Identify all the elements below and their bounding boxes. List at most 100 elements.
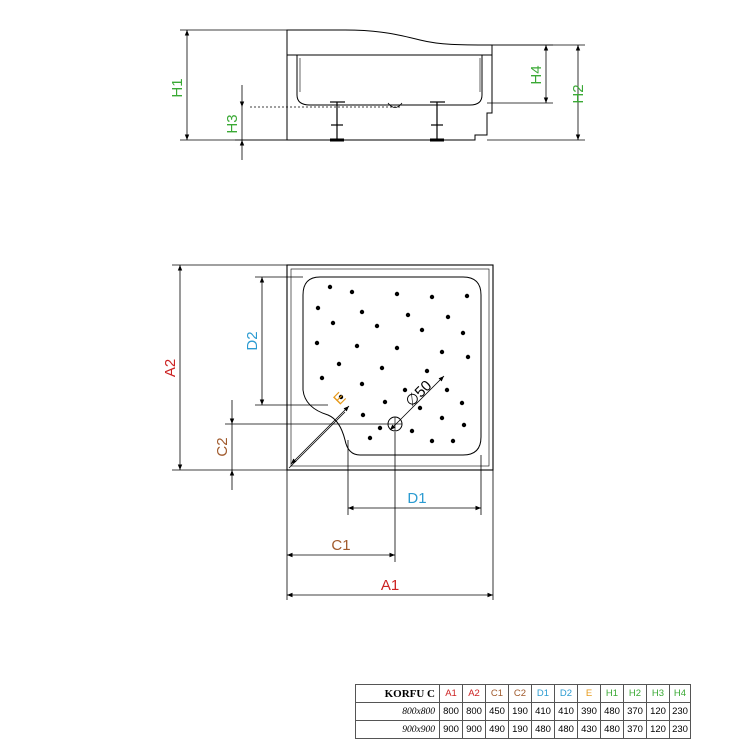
anti-slip-dot bbox=[359, 381, 365, 387]
anti-slip-dot bbox=[382, 399, 388, 405]
anti-slip-dot bbox=[450, 438, 456, 444]
top-view bbox=[286, 264, 494, 471]
anti-slip-dot bbox=[374, 323, 380, 329]
anti-slip-dot bbox=[327, 284, 333, 290]
dimension-d2 bbox=[255, 276, 328, 406]
table-cell: 230 bbox=[669, 720, 691, 739]
label-e: E bbox=[330, 389, 349, 408]
table-row: 900x900 900 900 490 190 480 480 430 480 … bbox=[355, 720, 691, 739]
side-view-leg-right bbox=[430, 101, 445, 142]
label-d1: D1 bbox=[407, 490, 426, 507]
table-cell: 480 bbox=[554, 720, 578, 739]
side-view-tray-outline bbox=[286, 29, 493, 141]
spec-table: KORFU C A1 A2 C1 C2 D1 D2 E H1 H2 H3 H4 … bbox=[355, 684, 691, 739]
table-cell: 190 bbox=[508, 720, 532, 739]
anti-slip-dot bbox=[379, 365, 385, 371]
col-header: H1 bbox=[600, 684, 624, 703]
col-header: H2 bbox=[623, 684, 647, 703]
anti-slip-dot bbox=[419, 327, 425, 333]
anti-slip-dot bbox=[424, 368, 430, 374]
table-cell: 410 bbox=[531, 702, 555, 721]
table-cell: 480 bbox=[600, 702, 624, 721]
anti-slip-dot bbox=[360, 412, 366, 418]
label-drain-diameter: ∅50 bbox=[402, 377, 435, 410]
table-cell: 800 bbox=[439, 702, 463, 721]
col-header: C1 bbox=[485, 684, 509, 703]
label-h3: H3 bbox=[224, 114, 241, 133]
model-name: KORFU C bbox=[355, 684, 440, 703]
anti-slip-dot bbox=[460, 330, 466, 336]
table-cell: 900 bbox=[439, 720, 463, 739]
label-a2: A2 bbox=[162, 359, 179, 377]
anti-slip-dot bbox=[367, 435, 373, 441]
table-cell: 480 bbox=[531, 720, 555, 739]
col-header: D2 bbox=[554, 684, 578, 703]
table-cell: 430 bbox=[577, 720, 601, 739]
anti-slip-dot bbox=[439, 349, 445, 355]
col-header: C2 bbox=[508, 684, 532, 703]
col-header: A2 bbox=[462, 684, 486, 703]
dimension-d1 bbox=[347, 440, 482, 515]
table-cell: 800 bbox=[462, 702, 486, 721]
anti-slip-dot bbox=[464, 293, 470, 299]
anti-slip-dot bbox=[417, 405, 423, 411]
dimension-c1 bbox=[286, 432, 396, 600]
size-cell: 800x800 bbox=[355, 702, 440, 721]
anti-slip-dot bbox=[461, 422, 467, 428]
anti-slip-dot bbox=[359, 309, 365, 315]
size-cell: 900x900 bbox=[355, 720, 440, 739]
col-header: A1 bbox=[439, 684, 463, 703]
label-h2: H2 bbox=[570, 84, 587, 103]
col-header: H3 bbox=[646, 684, 670, 703]
anti-slip-dot bbox=[402, 387, 408, 393]
label-a1: A1 bbox=[381, 577, 399, 594]
anti-slip-dot bbox=[459, 400, 465, 406]
table-cell: 120 bbox=[646, 720, 670, 739]
anti-slip-dot bbox=[319, 375, 325, 381]
anti-slip-dot bbox=[409, 428, 415, 434]
side-view bbox=[250, 29, 493, 142]
dimension-e bbox=[290, 405, 350, 465]
anti-slip-dots bbox=[314, 284, 471, 444]
anti-slip-dot bbox=[336, 361, 342, 367]
label-c2: C2 bbox=[214, 437, 231, 456]
table-cell: 120 bbox=[646, 702, 670, 721]
label-h1: H1 bbox=[169, 78, 186, 97]
side-view-leg-left bbox=[330, 101, 345, 142]
table-cell: 480 bbox=[600, 720, 624, 739]
anti-slip-dot bbox=[405, 312, 411, 318]
dimension-a1 bbox=[287, 470, 494, 600]
anti-slip-dot bbox=[354, 343, 360, 349]
anti-slip-dot bbox=[439, 415, 445, 421]
table-cell: 900 bbox=[462, 720, 486, 739]
table-cell: 490 bbox=[485, 720, 509, 739]
table-cell: 230 bbox=[669, 702, 691, 721]
anti-slip-dot bbox=[429, 438, 435, 444]
col-header: D1 bbox=[531, 684, 555, 703]
label-c1: C1 bbox=[331, 537, 350, 554]
table-cell: 390 bbox=[577, 702, 601, 721]
anti-slip-dot bbox=[377, 425, 383, 431]
dimension-h3 bbox=[235, 85, 287, 160]
anti-slip-dot bbox=[465, 354, 471, 360]
top-view-outer-edge bbox=[286, 264, 494, 471]
col-header: E bbox=[577, 684, 601, 703]
label-h4: H4 bbox=[528, 65, 545, 84]
table-cell: 190 bbox=[508, 702, 532, 721]
table-cell: 410 bbox=[554, 702, 578, 721]
table-cell: 370 bbox=[623, 720, 647, 739]
dimension-h2 bbox=[487, 44, 585, 141]
anti-slip-dot bbox=[445, 314, 451, 320]
label-d2: D2 bbox=[244, 331, 261, 350]
anti-slip-dot bbox=[429, 294, 435, 300]
anti-slip-dot bbox=[315, 305, 321, 311]
anti-slip-dot bbox=[394, 345, 400, 351]
anti-slip-dot bbox=[444, 387, 450, 393]
dimension-a2 bbox=[172, 264, 287, 471]
table-row: 800x800 800 800 450 190 410 410 390 480 … bbox=[355, 702, 691, 721]
anti-slip-dot bbox=[330, 320, 336, 326]
dimension-c2 bbox=[225, 400, 388, 490]
anti-slip-dot bbox=[394, 291, 400, 297]
anti-slip-dot bbox=[338, 394, 344, 400]
table-cell: 450 bbox=[485, 702, 509, 721]
